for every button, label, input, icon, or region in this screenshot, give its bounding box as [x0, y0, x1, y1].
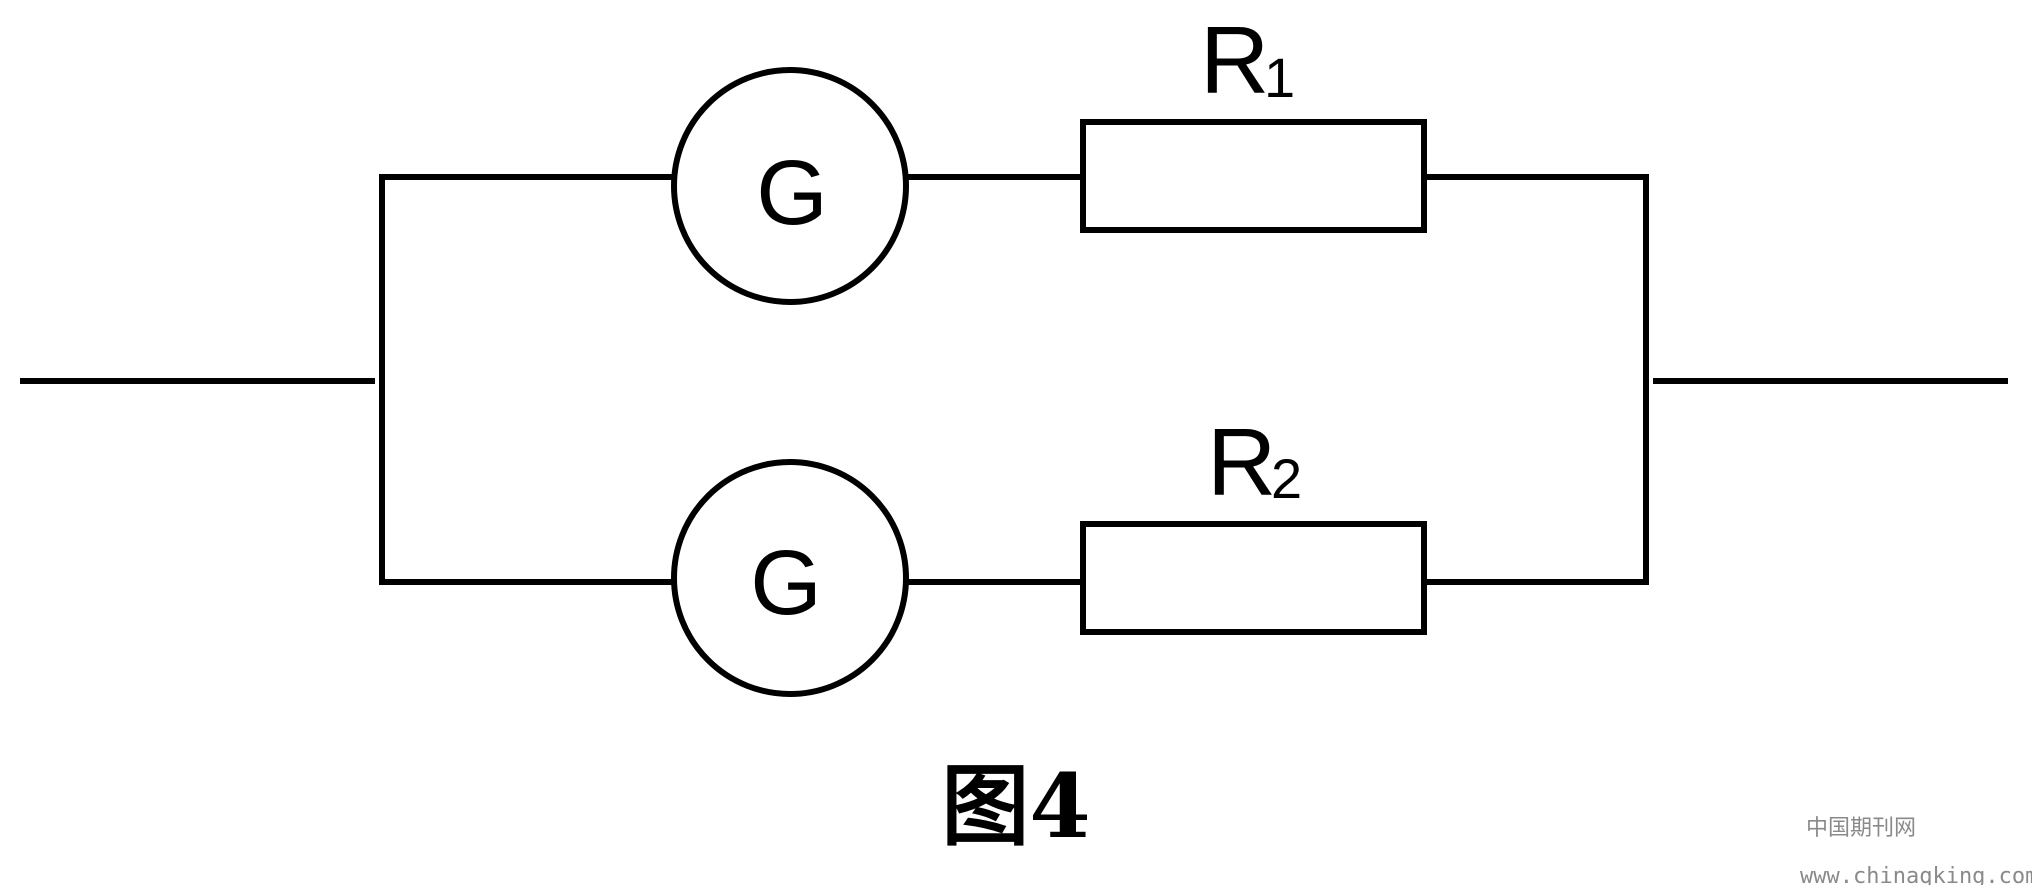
galvanometer-top-label: G	[756, 142, 828, 244]
resistor-1-subscript: 1	[1264, 46, 1295, 109]
galvanometer-bottom-label: G	[750, 532, 822, 634]
watermark-url: www.chinaqking.com	[1800, 864, 2032, 885]
resistor-1-letter: R	[1200, 7, 1269, 114]
resistor-2-letter: R	[1207, 409, 1276, 516]
resistor-1-label: R 1	[1200, 7, 1295, 114]
resistor-2-subscript: 2	[1271, 447, 1302, 510]
watermark-site-name: 中国期刊网	[1806, 816, 1916, 841]
galvanometer-top-circle	[671, 67, 909, 305]
resistor-2-label: R 2	[1207, 409, 1302, 516]
galvanometer-bottom-circle	[671, 459, 909, 697]
resistor-1-body	[1080, 119, 1427, 233]
figure-caption: 图4	[941, 754, 1090, 858]
resistor-2-body	[1080, 521, 1427, 635]
